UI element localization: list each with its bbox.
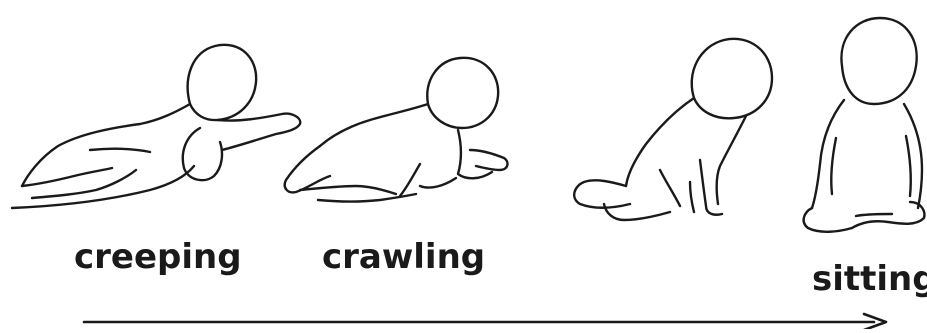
crawling-baby-icon [285, 58, 508, 202]
stage-label-crawling: crawling [322, 240, 485, 274]
stage-label-sitting: sitting [812, 262, 927, 296]
creeping-baby-icon [12, 45, 300, 208]
sitting-baby-icon [804, 18, 925, 232]
stage-label-creeping: creeping [74, 240, 242, 274]
progression-arrow [84, 314, 886, 329]
kneeling-baby-icon [574, 39, 772, 220]
